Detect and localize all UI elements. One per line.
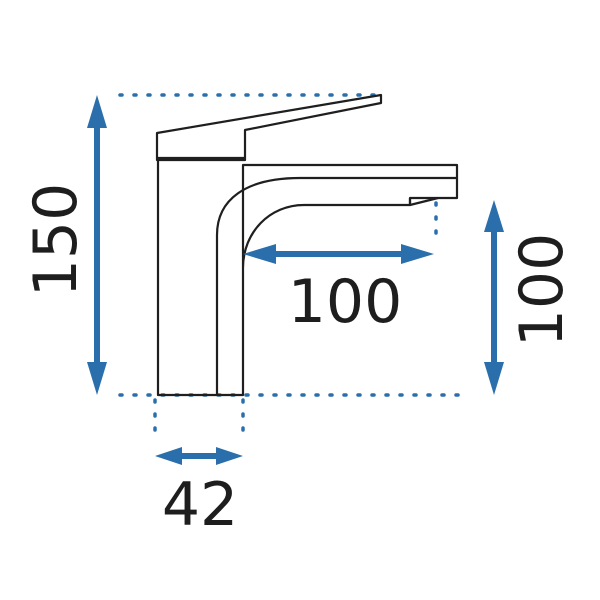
label-spout-height: 100: [507, 233, 577, 348]
lever-handle: [155, 93, 383, 162]
arrow-height-total: [87, 95, 107, 395]
label-height-total: 150: [21, 183, 91, 298]
faucet-inner-curve: [215, 176, 457, 395]
dimension-arrows: [87, 95, 504, 465]
arrow-spout-reach: [243, 244, 434, 264]
faucet-outline: [155, 93, 459, 397]
aerator: [408, 196, 439, 207]
arrow-spout-height: [484, 200, 504, 395]
label-spout-reach: 100: [288, 267, 403, 337]
faucet-body: [156, 160, 459, 397]
label-base-width: 42: [162, 470, 238, 540]
arrow-base-width: [155, 447, 243, 465]
